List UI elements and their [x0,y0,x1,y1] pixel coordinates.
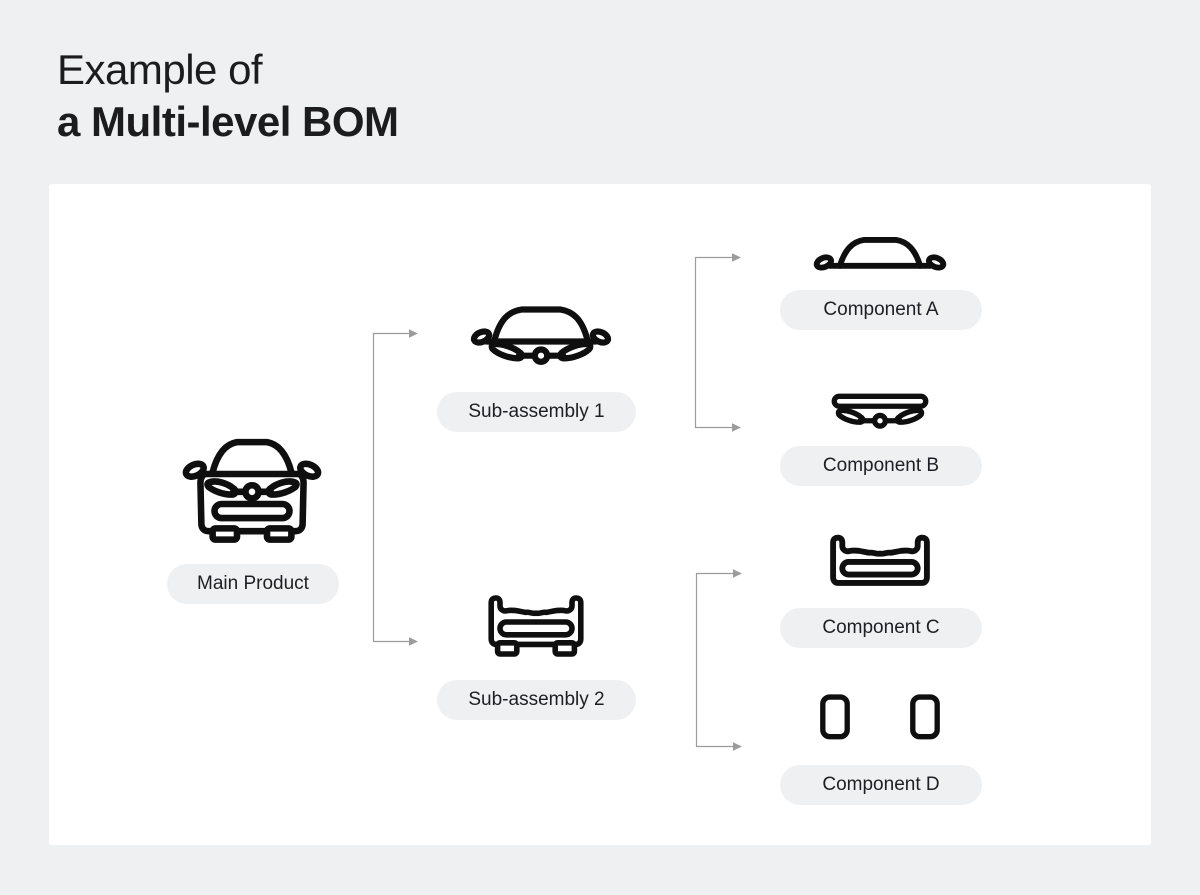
node-label: Component B [822,455,940,476]
node-label-pill-component-d: Component D [780,765,982,805]
node-label-pill-sub-assembly-2: Sub-assembly 2 [437,680,636,720]
car-front-icon [177,429,327,543]
node-label-pill-main-product: Main Product [167,564,339,604]
arrowhead-icon [732,253,741,262]
node-label-pill-component-a: Component A [780,290,982,330]
node-label: Main Product [197,573,309,594]
car-lower-body-icon [472,590,600,657]
node-label-pill-sub-assembly-1: Sub-assembly 1 [437,392,636,432]
node-label: Component D [822,774,940,795]
car-headlights-icon [819,391,941,429]
node-label: Component A [823,299,939,320]
car-roof-icon [813,229,947,273]
title-line-1: Example of [57,46,263,93]
node-label-pill-component-b: Component B [780,446,982,486]
arrowhead-icon [732,423,741,432]
car-bumper-icon [813,531,947,590]
arrowhead-icon [409,329,418,338]
node-label: Component C [822,617,940,638]
connector-sub1-to-components [694,256,733,429]
page-title: Example of a Multi-level BOM [57,44,399,148]
diagram-card: Main Product Sub-assembly 1 [49,184,1151,845]
car-wheels-icon [819,694,941,740]
node-label: Sub-assembly 1 [468,401,605,422]
arrowhead-icon [733,742,742,751]
arrowhead-icon [733,569,742,578]
connector-main-to-subassemblies [372,332,410,643]
connector-lines [372,253,742,751]
arrowhead-icon [409,637,418,646]
car-upper-body-icon [470,298,612,367]
node-label: Sub-assembly 2 [468,689,605,710]
node-label-pill-component-c: Component C [780,608,982,648]
connector-sub2-to-components [695,572,734,748]
title-line-2: a Multi-level BOM [57,98,399,145]
